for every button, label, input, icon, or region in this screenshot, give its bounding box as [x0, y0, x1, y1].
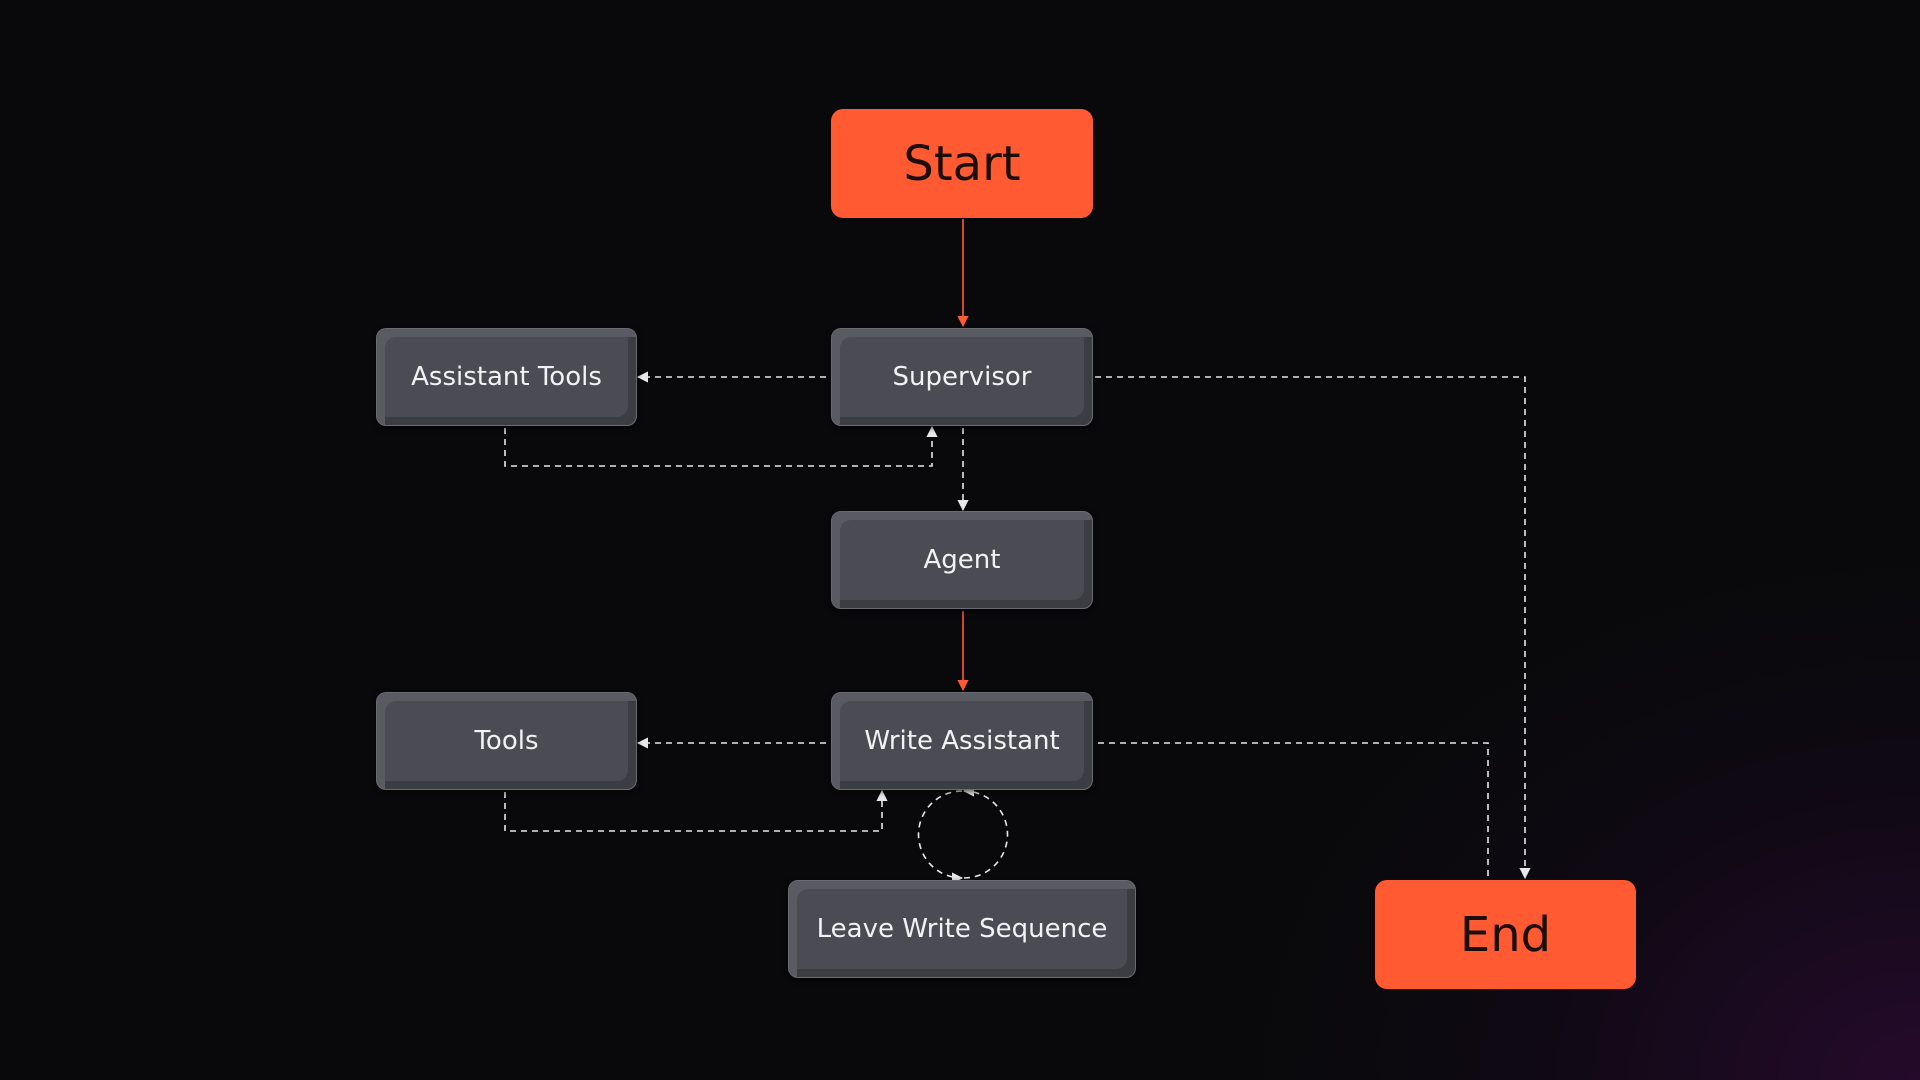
start-node: Start [831, 109, 1093, 218]
edge-leave-write-sequence-to-write-assistant [962, 785, 1009, 879]
write-assistant-node: Write Assistant [831, 692, 1093, 790]
assistant-tools-node: Assistant Tools [376, 328, 637, 426]
end-node: End [1375, 880, 1636, 989]
leave-write-sequence-node: Leave Write Sequence [788, 880, 1136, 978]
tools-node: Tools [376, 692, 637, 790]
edge-write-assistant-to-leave-write-sequence [917, 790, 964, 884]
edge-supervisor-to-end [1095, 376, 1531, 880]
edge-assistant-tools-to-supervisor [504, 425, 938, 467]
supervisor-node: Supervisor [831, 328, 1093, 426]
agent-node: Agent [831, 511, 1093, 609]
edge-write-assistant-to-end [1098, 742, 1489, 878]
edge-tools-to-write-assistant [504, 789, 888, 832]
